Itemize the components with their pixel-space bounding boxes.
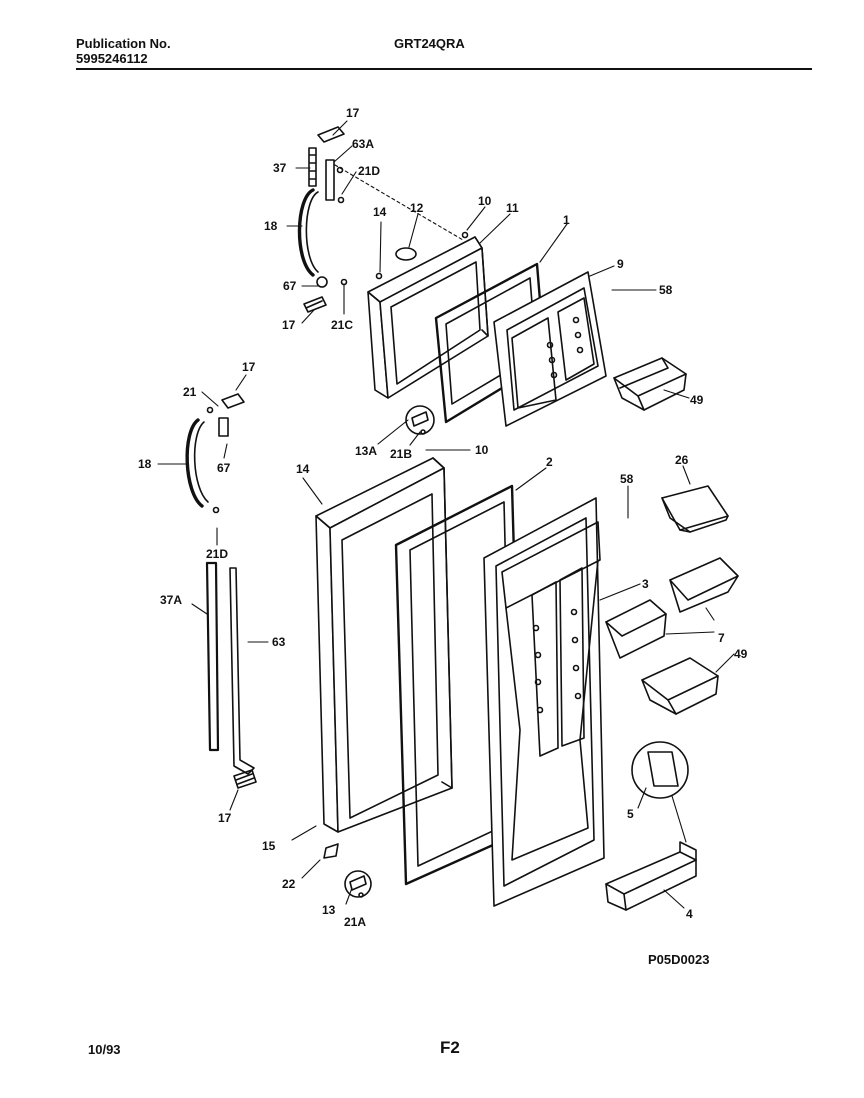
callout-labels: 17 63A 37 21D 10 12 11 1 14 18 9 58 67 2… bbox=[138, 106, 748, 967]
callout-label: 14 bbox=[373, 205, 387, 219]
callout-label: 21D bbox=[206, 547, 228, 561]
callout-label: 17 bbox=[242, 360, 256, 374]
freezer-door-liner bbox=[493, 271, 607, 427]
callout-label: 21D bbox=[358, 164, 380, 178]
callout-label: 58 bbox=[620, 472, 634, 486]
header-rule bbox=[76, 68, 812, 70]
callout-label: 4 bbox=[686, 907, 693, 921]
callout-label: 49 bbox=[734, 647, 748, 661]
callout-label: 13A bbox=[355, 444, 377, 458]
lower-door-bin bbox=[641, 657, 719, 715]
fresh-food-handle bbox=[185, 393, 257, 789]
freezer-door-panel bbox=[367, 236, 489, 399]
callout-label: 21B bbox=[390, 447, 412, 461]
callout-label: 14 bbox=[296, 462, 310, 476]
callout-label: 18 bbox=[138, 457, 152, 471]
dairy-door-bin bbox=[661, 485, 729, 533]
callout-label: 22 bbox=[282, 877, 296, 891]
callout-label: 21 bbox=[183, 385, 197, 399]
callout-label: 7 bbox=[718, 631, 725, 645]
callout-label: 63A bbox=[352, 137, 374, 151]
page-number: F2 bbox=[440, 1038, 460, 1057]
callout-label: 21A bbox=[344, 915, 366, 929]
callout-label: 9 bbox=[617, 257, 624, 271]
callout-label: 1 bbox=[563, 213, 570, 227]
fresh-food-hinge-circle bbox=[323, 843, 372, 898]
callout-label: 2 bbox=[546, 455, 553, 469]
callout-label: 10 bbox=[478, 194, 492, 208]
callout-label: 58 bbox=[659, 283, 673, 297]
fresh-food-door-liner bbox=[483, 497, 605, 907]
publication-label: Publication No. bbox=[76, 36, 171, 51]
fresh-food-door-panel bbox=[315, 457, 453, 833]
callout-label: 49 bbox=[690, 393, 704, 407]
callout-label: 21C bbox=[331, 318, 353, 332]
door-shelf-upper bbox=[669, 557, 739, 613]
callout-label: 67 bbox=[217, 461, 231, 475]
bottom-door-shelf bbox=[605, 841, 697, 911]
callout-label: 12 bbox=[410, 201, 424, 215]
callout-label: 17 bbox=[346, 106, 360, 120]
diagram-code: P05D0023 bbox=[648, 952, 709, 967]
callout-label: 17 bbox=[282, 318, 296, 332]
door-shelf-small bbox=[605, 599, 667, 659]
publication-number: 5995246112 bbox=[76, 51, 148, 66]
callout-label: 17 bbox=[218, 811, 232, 825]
callout-label: 26 bbox=[675, 453, 689, 467]
callout-label: 37A bbox=[160, 593, 182, 607]
callout-label: 37 bbox=[273, 161, 287, 175]
freezer-hinge-circle bbox=[405, 405, 435, 435]
dispenser-cover-circle bbox=[631, 741, 689, 799]
callout-label: 3 bbox=[642, 577, 649, 591]
upper-door-bin bbox=[613, 357, 687, 411]
callout-label: 63 bbox=[272, 635, 286, 649]
footer-date: 10/93 bbox=[88, 1042, 121, 1057]
model-number: GRT24QRA bbox=[394, 36, 465, 51]
freezer-handle bbox=[297, 126, 469, 313]
leader-lines bbox=[157, 120, 735, 909]
callout-label: 10 bbox=[475, 443, 489, 457]
callout-label: 11 bbox=[506, 201, 519, 215]
callout-label: 15 bbox=[262, 839, 276, 853]
callout-label: 5 bbox=[627, 807, 634, 821]
callout-label: 13 bbox=[322, 903, 336, 917]
callout-label: 18 bbox=[264, 219, 278, 233]
callout-label: 67 bbox=[283, 279, 297, 293]
